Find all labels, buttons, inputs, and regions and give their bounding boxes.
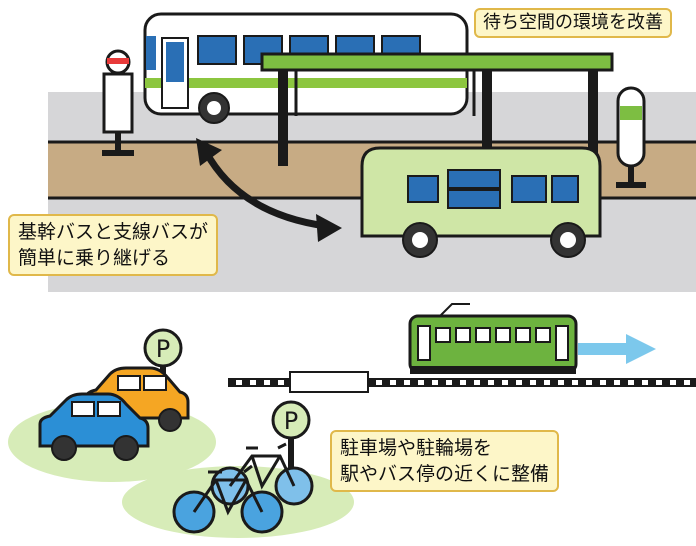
bicycle-parking-area: P [122,400,354,538]
blue-car [38,392,150,461]
bus-shelter [260,52,614,166]
label-transfer-line1: 基幹バスと支線バスが [18,221,209,243]
feeder-bus [360,146,602,258]
label-parking-line2: 駅やバス停の近くに整備 [340,463,550,485]
transfer-arrow [196,138,342,242]
bicycle-front [172,464,284,534]
parking-letter: P [156,335,170,363]
label-waiting-space: 待ち空間の環境を改善 [474,8,672,38]
label-transfer: 基幹バスと支線バスが 簡単に乗り継げる [8,214,219,276]
label-parking: 駐車場や駐輪場を 駅やバス停の近くに整備 [330,430,560,492]
train-direction-arrow [578,334,656,364]
label-transfer-line2: 簡単に乗り継げる [18,247,171,269]
bus-stop-sign-left [102,49,134,156]
parking-sign-car: P [143,328,183,368]
train [408,303,578,374]
label-parking-line1: 駐車場や駐輪場を [340,437,493,459]
bus-stop-sign-right [616,86,646,188]
label-waiting-space-text: 待ち空間の環境を改善 [483,12,663,33]
parking-letter: P [284,407,298,435]
parking-sign-bicycle: P [271,400,311,440]
railway-track [228,371,696,393]
car-parking-area: P [8,328,216,482]
